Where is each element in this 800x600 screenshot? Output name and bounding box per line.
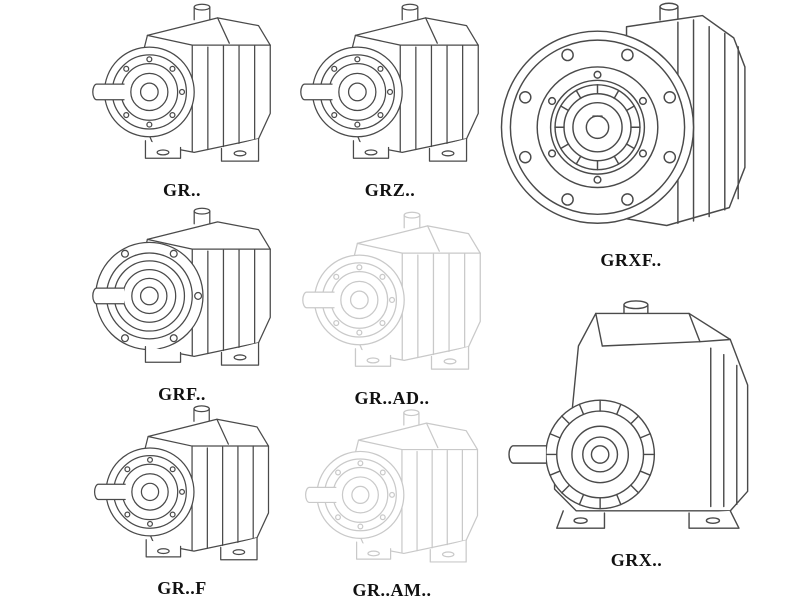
gear-reducer-drawing-gr-ad — [295, 210, 490, 386]
model-label-gr: GR.. — [163, 180, 201, 200]
model-label-grf: GRF.. — [158, 384, 206, 404]
gear-reducer-drawing-gr-am — [295, 408, 490, 578]
figure-grf: GRF.. — [82, 206, 282, 405]
figure-gr-f: GR..F — [82, 404, 282, 599]
gear-reducer-drawing-grxf — [497, 2, 765, 248]
model-label-gr-f: GR..F — [157, 578, 207, 598]
gear-reducer-drawing-grf — [85, 206, 280, 382]
model-label-gr-am: GR..AM.. — [352, 580, 432, 600]
figure-grx: GRX.. — [494, 298, 779, 571]
figure-gr: GR.. — [82, 2, 282, 201]
figure-grxf: GRXF.. — [496, 2, 766, 271]
gear-reducer-drawing-gr — [85, 2, 280, 178]
figure-gr-am: GR..AM.. — [292, 408, 492, 600]
gear-reducer-drawing-grx — [496, 298, 778, 548]
model-label-grxf: GRXF.. — [600, 250, 662, 270]
figure-grz: GRZ.. — [290, 2, 490, 201]
model-label-grx: GRX.. — [610, 550, 663, 570]
model-label-grz: GRZ.. — [364, 180, 416, 200]
gear-reducer-drawing-gr-f — [85, 404, 280, 576]
gear-reducer-drawing-grz — [293, 2, 488, 178]
model-label-gr-ad: GR..AD.. — [354, 388, 430, 408]
figure-gr-ad: GR..AD.. — [292, 210, 492, 409]
